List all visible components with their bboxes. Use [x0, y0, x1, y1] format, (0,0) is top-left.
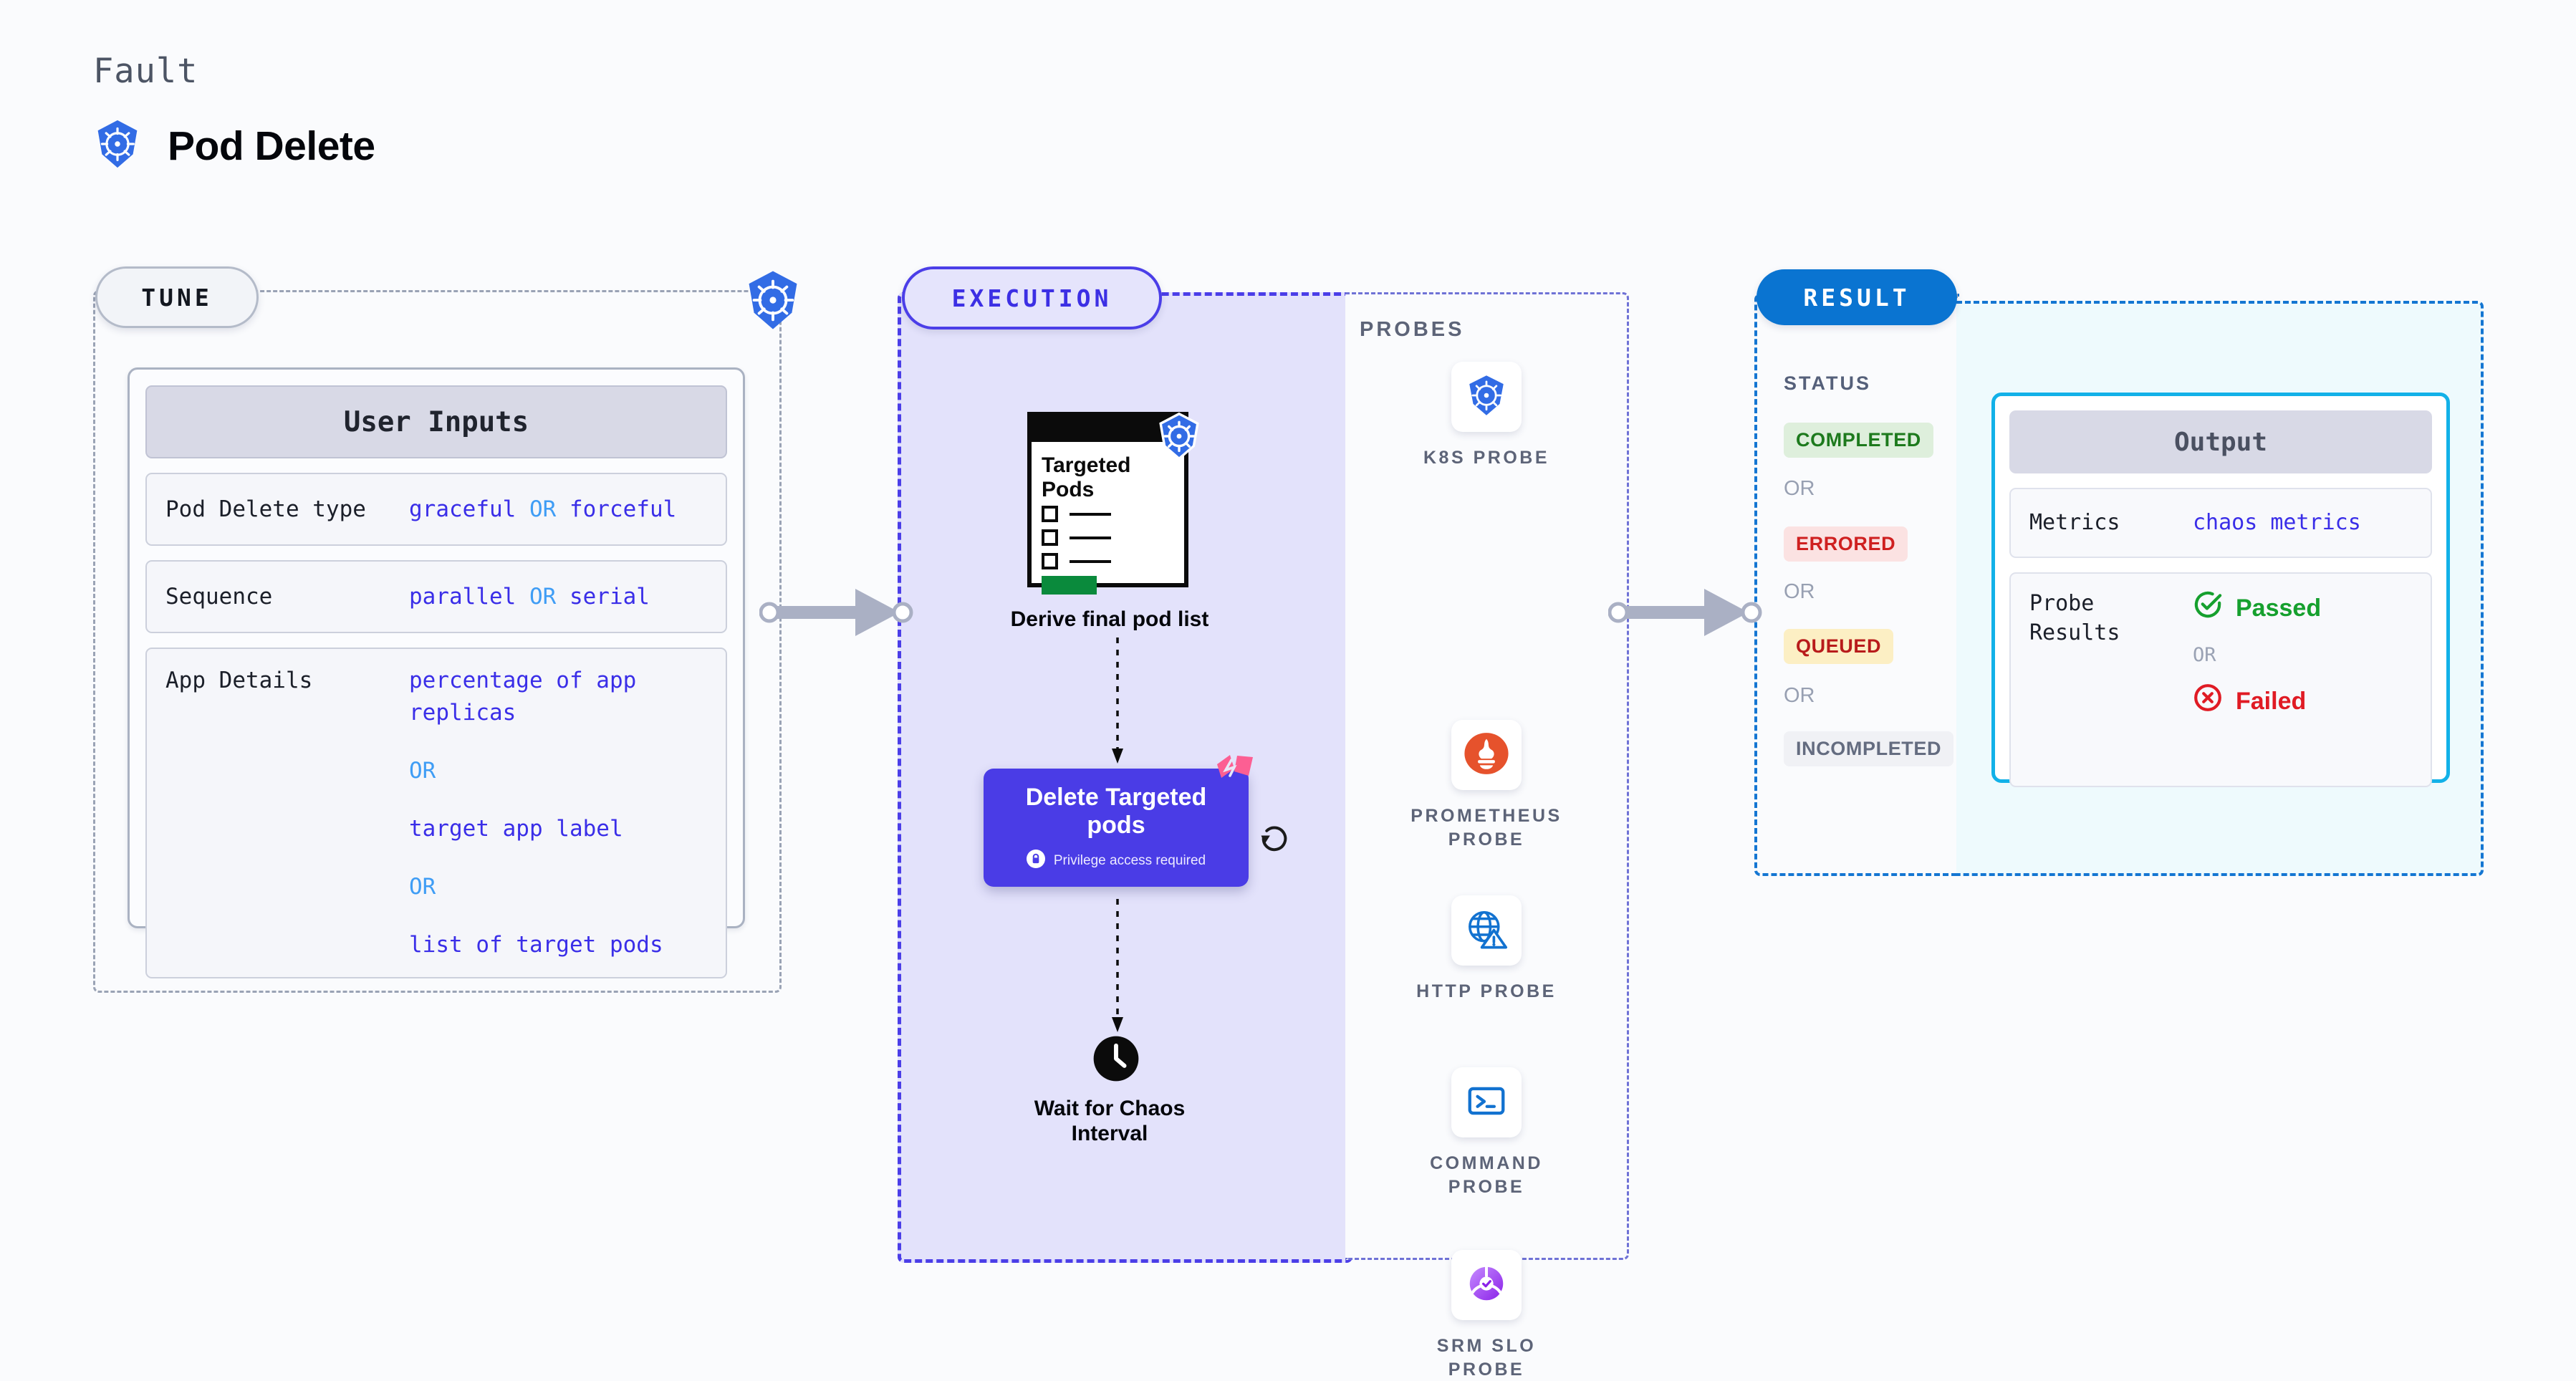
- output-row-metrics[interactable]: Metrics chaos metrics: [2009, 488, 2432, 558]
- input-row-key: Pod Delete type: [165, 496, 366, 522]
- probe-label: K8S PROBE: [1423, 448, 1549, 468]
- tune-section-pill[interactable]: TUNE: [95, 266, 259, 328]
- input-row-value: parallel OR serial: [409, 583, 650, 610]
- probe-label: HTTP PROBE: [1416, 981, 1557, 1001]
- probe-label: SRM SLO PROBE: [1436, 1336, 1537, 1380]
- checkbox-icon: [1042, 553, 1058, 569]
- kubernetes-icon: [741, 269, 804, 332]
- delete-node-title: Delete Targeted pods: [1025, 783, 1207, 839]
- output-row-probe-results[interactable]: Probe Results Passed OR: [2009, 572, 2432, 787]
- output-row-key: Metrics: [2029, 509, 2120, 535]
- loop-retry-icon[interactable]: [1258, 820, 1291, 853]
- result-section-pill[interactable]: RESULT: [1756, 269, 1957, 325]
- probe-tile: [1451, 1067, 1522, 1137]
- probe-label: PROMETHEUS PROBE: [1410, 806, 1562, 850]
- connector-execution-to-result: [1608, 589, 1762, 636]
- clock-icon: [1092, 1035, 1140, 1082]
- probe-label: COMMAND PROBE: [1430, 1153, 1543, 1197]
- privilege-row: Privilege access required: [1026, 850, 1206, 872]
- or-separator: OR: [409, 757, 436, 784]
- input-row-key: Sequence: [165, 583, 273, 610]
- status-or-separator: OR: [1784, 684, 1815, 707]
- probe-results-values: Passed OR Failed: [2193, 590, 2321, 721]
- output-row-key: Probe Results: [2029, 591, 2120, 645]
- probe-tile: [1451, 362, 1522, 432]
- terminal-icon: [1464, 1079, 1509, 1127]
- probes-section-label: PROBES: [1360, 318, 1465, 341]
- fault-title-row: Pod Delete: [92, 118, 375, 173]
- clipboard-progress-bar: [1042, 576, 1097, 595]
- clipboard-title: Targeted Pods: [1042, 453, 1131, 501]
- status-badge-errored: ERRORED: [1784, 526, 1908, 562]
- probe-item-k8s[interactable]: K8S PROBE: [1415, 362, 1558, 470]
- srm-slo-icon: [1464, 1261, 1509, 1309]
- probe-result-failed: Failed: [2193, 683, 2321, 721]
- output-row-value: chaos metrics: [2193, 509, 2361, 535]
- input-row-value: percentage of app replicas OR target app…: [409, 665, 707, 961]
- probe-result-passed: Passed: [2193, 590, 2321, 628]
- list-dash: [1070, 512, 1111, 516]
- or-separator: OR: [409, 873, 436, 900]
- connector-podlist-to-delete: [1112, 637, 1123, 764]
- status-badge-queued: QUEUED: [1784, 629, 1894, 664]
- kubernetes-icon: [1155, 412, 1203, 461]
- derive-pod-list-caption: Derive final pod list: [1010, 607, 1209, 631]
- user-inputs-header: User Inputs: [145, 385, 727, 458]
- status-label: STATUS: [1784, 372, 1871, 394]
- privilege-text: Privilege access required: [1053, 852, 1206, 868]
- list-dash: [1070, 536, 1111, 539]
- clipboard-list-item: [1042, 553, 1111, 569]
- x-circle-icon: [2193, 683, 2223, 721]
- connector-delete-to-wait: [1112, 899, 1123, 1032]
- input-row-pod-delete-type[interactable]: Pod Delete type graceful OR forceful: [145, 473, 727, 546]
- checkbox-icon: [1042, 506, 1058, 522]
- wait-chaos-interval-caption: Wait for Chaos Interval: [1034, 1097, 1186, 1146]
- output-card-title: Output: [2009, 410, 2432, 473]
- prometheus-icon: [1462, 729, 1511, 781]
- app-detail-option: list of target pods: [409, 931, 663, 958]
- probe-item-srm-slo[interactable]: SRM SLO PROBE: [1415, 1250, 1558, 1381]
- delete-targeted-pods-node[interactable]: Delete Targeted pods Privilege access re…: [984, 769, 1249, 887]
- user-inputs-card: User Inputs Pod Delete type graceful OR …: [128, 367, 745, 978]
- checkbox-icon: [1042, 529, 1058, 546]
- status-or-separator: OR: [1784, 580, 1815, 603]
- probe-or-separator: OR: [2193, 643, 2216, 666]
- probe-tile: [1451, 720, 1522, 790]
- probe-item-prometheus[interactable]: PROMETHEUS PROBE: [1410, 720, 1559, 851]
- clipboard-list-item: [1042, 506, 1111, 522]
- probe-tile: [1451, 895, 1522, 966]
- status-badge-incompleted: INCOMPLETED: [1784, 731, 1954, 766]
- app-detail-option: target app label: [409, 815, 623, 842]
- probe-item-http[interactable]: HTTP PROBE: [1415, 895, 1558, 1004]
- check-circle-icon: [2193, 590, 2223, 628]
- lock-icon: [1026, 850, 1045, 872]
- http-globe-icon: [1464, 906, 1509, 956]
- tune-panel: [93, 290, 782, 993]
- fault-eyebrow-label: Fault: [93, 52, 198, 91]
- passed-label: Passed: [2236, 594, 2322, 622]
- output-card: Output Metrics chaos metrics Probe Resul…: [1991, 393, 2450, 787]
- input-row-app-details[interactable]: App Details percentage of app replicas O…: [145, 648, 727, 978]
- probe-item-command[interactable]: COMMAND PROBE: [1415, 1067, 1558, 1198]
- kubernetes-icon: [92, 118, 143, 173]
- probe-tile: [1451, 1250, 1522, 1320]
- status-badge-completed: COMPLETED: [1784, 423, 1933, 458]
- list-dash: [1070, 559, 1111, 563]
- app-detail-option: percentage of app replicas: [409, 668, 637, 726]
- input-row-sequence[interactable]: Sequence parallel OR serial: [145, 560, 727, 633]
- targeted-pods-clipboard: Targeted Pods: [1027, 412, 1199, 595]
- input-row-value: graceful OR forceful: [409, 496, 677, 522]
- input-row-key: App Details: [165, 668, 313, 693]
- chaos-badge-icon: [1216, 754, 1254, 789]
- page-title: Pod Delete: [168, 122, 375, 169]
- clipboard-list-item: [1042, 529, 1111, 546]
- status-or-separator: OR: [1784, 477, 1815, 500]
- failed-label: Failed: [2236, 687, 2307, 715]
- kubernetes-icon: [1463, 372, 1510, 423]
- execution-section-pill[interactable]: EXECUTION: [902, 266, 1162, 329]
- connector-tune-to-execution: [759, 589, 913, 636]
- result-status-panel: [1754, 294, 1959, 876]
